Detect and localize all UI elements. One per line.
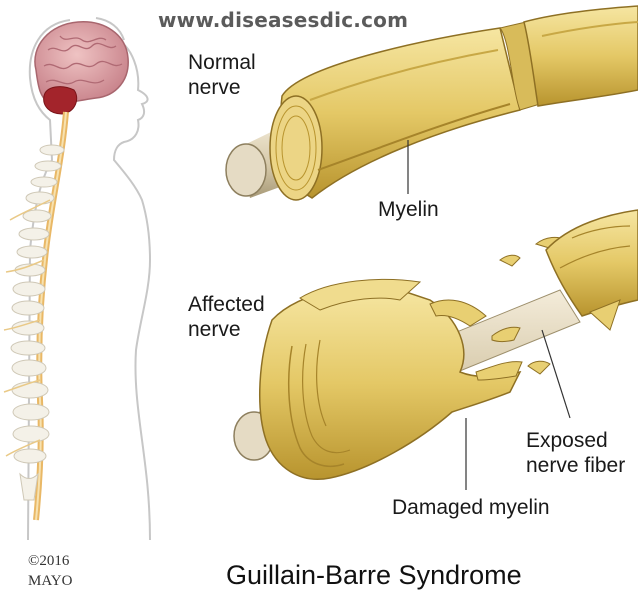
myelin-label: Myelin: [378, 197, 439, 222]
affected-nerve-label-line1: Affected: [188, 292, 265, 317]
normal-nerve: [226, 6, 638, 200]
cerebellum: [44, 87, 77, 114]
damaged-myelin-label: Damaged myelin: [392, 495, 550, 520]
brain: [35, 22, 128, 114]
affected-nerve-label: Affected nerve: [188, 292, 265, 342]
exposed-fiber-label: Exposed nerve fiber: [526, 428, 625, 478]
normal-nerve-label: Normal nerve: [188, 50, 256, 100]
normal-nerve-label-line1: Normal: [188, 50, 256, 75]
exposed-fiber-label-line2: nerve fiber: [526, 453, 625, 478]
exposed-fiber-leader: [542, 330, 570, 418]
normal-nerve-label-line2: nerve: [188, 75, 256, 100]
diagram-title: Guillain-Barre Syndrome: [226, 560, 522, 591]
exposed-fiber-label-line1: Exposed: [526, 428, 625, 453]
copyright-year: ©2016: [28, 552, 69, 570]
copyright-owner: MAYO: [28, 572, 72, 590]
watermark: www.diseasesdic.com: [158, 8, 408, 32]
affected-nerve-label-line2: nerve: [188, 317, 265, 342]
